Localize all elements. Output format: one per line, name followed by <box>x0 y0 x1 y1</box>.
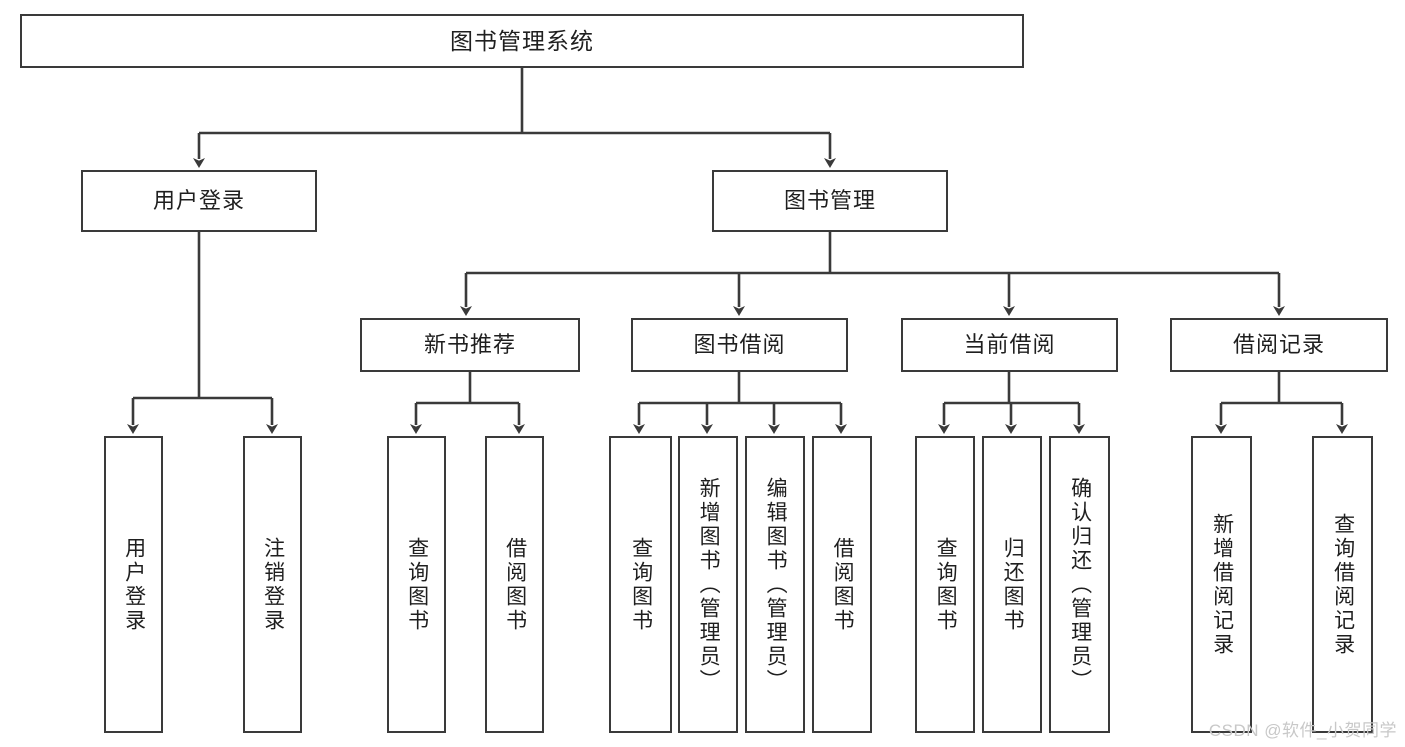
node-label: 图书管理系统 <box>450 27 594 54</box>
node-leaf11[interactable]: 确认归还（管理员） <box>1049 436 1110 733</box>
node-label: 图书借阅 <box>693 332 786 358</box>
node-l3a[interactable]: 新书推荐 <box>360 318 580 372</box>
node-label: 图书管理 <box>783 188 876 214</box>
node-label: 查询图书 <box>934 536 958 633</box>
node-leaf4[interactable]: 借阅图书 <box>485 436 544 733</box>
node-l2a[interactable]: 用户登录 <box>81 170 317 232</box>
node-leaf9[interactable]: 查询图书 <box>915 436 975 733</box>
node-label: 用户登录 <box>152 188 245 214</box>
node-leaf13[interactable]: 查询借阅记录 <box>1312 436 1373 733</box>
node-leaf6[interactable]: 新增图书（管理员） <box>678 436 738 733</box>
node-l3c[interactable]: 当前借阅 <box>901 318 1118 372</box>
node-label: 用户登录 <box>122 536 146 633</box>
node-label: 新书推荐 <box>423 332 516 358</box>
node-label: 确认归还（管理员） <box>1068 476 1092 693</box>
node-label: 查询图书 <box>629 536 653 633</box>
node-leaf12[interactable]: 新增借阅记录 <box>1191 436 1252 733</box>
node-leaf3[interactable]: 查询图书 <box>387 436 446 733</box>
node-label: 借阅图书 <box>831 536 855 633</box>
node-label: 当前借阅 <box>963 332 1056 358</box>
node-l3b[interactable]: 图书借阅 <box>631 318 848 372</box>
node-leaf5[interactable]: 查询图书 <box>609 436 672 733</box>
node-label: 注销登录 <box>261 536 285 633</box>
node-root[interactable]: 图书管理系统 <box>20 14 1024 68</box>
node-label: 查询图书 <box>405 536 429 633</box>
node-label: 编辑图书（管理员） <box>764 476 788 693</box>
csdn-watermark: CSDN @软件_小贺同学 <box>1208 721 1397 740</box>
node-label: 查询借阅记录 <box>1331 512 1355 657</box>
node-label: 新增图书（管理员） <box>697 476 721 693</box>
node-l3d[interactable]: 借阅记录 <box>1170 318 1388 372</box>
node-l2b[interactable]: 图书管理 <box>712 170 948 232</box>
node-leaf2[interactable]: 注销登录 <box>243 436 302 733</box>
node-label: 归还图书 <box>1001 536 1025 633</box>
node-leaf7[interactable]: 编辑图书（管理员） <box>745 436 805 733</box>
node-label: 借阅记录 <box>1232 332 1325 358</box>
node-leaf1[interactable]: 用户登录 <box>104 436 163 733</box>
node-label: 借阅图书 <box>503 536 527 633</box>
node-leaf8[interactable]: 借阅图书 <box>812 436 872 733</box>
node-leaf10[interactable]: 归还图书 <box>982 436 1042 733</box>
node-label: 新增借阅记录 <box>1210 512 1234 657</box>
